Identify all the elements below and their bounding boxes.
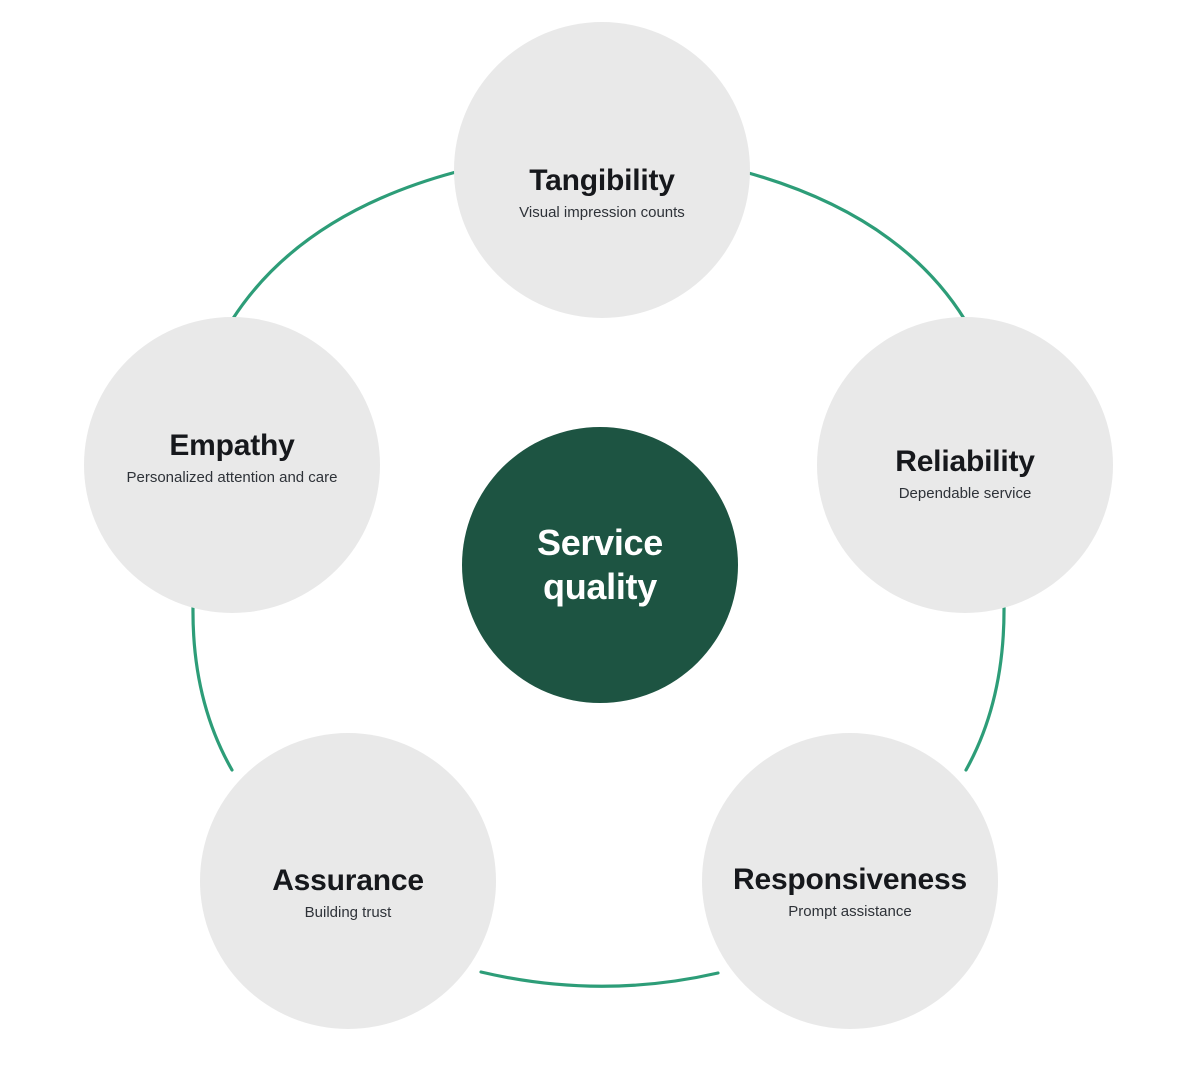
center-node-label: Service quality: [537, 521, 663, 609]
node-responsiveness[interactable]: Responsiveness Prompt assistance: [702, 733, 998, 1029]
connector-arc-reliability-responsiveness: [964, 603, 1006, 772]
node-assurance[interactable]: Assurance Building trust: [200, 733, 496, 1029]
node-reliability-title: Reliability: [895, 445, 1035, 478]
node-reliability[interactable]: Reliability Dependable service: [817, 317, 1113, 613]
node-responsiveness-subtitle: Prompt assistance: [788, 902, 912, 920]
node-tangibility[interactable]: Tangibility Visual impression counts: [454, 22, 750, 318]
node-empathy[interactable]: Empathy Personalized attention and care: [84, 317, 380, 613]
center-node-service-quality[interactable]: Service quality: [462, 427, 738, 703]
connector-arc-empathy-tangibility: [230, 170, 458, 322]
node-empathy-title: Empathy: [169, 429, 295, 462]
node-empathy-subtitle: Personalized attention and care: [126, 468, 338, 486]
center-node-label-line2: quality: [543, 566, 657, 607]
node-reliability-text: Reliability Dependable service: [817, 445, 1113, 504]
node-reliability-subtitle: Dependable service: [898, 484, 1032, 502]
node-assurance-title: Assurance: [272, 864, 424, 897]
node-tangibility-text: Tangibility Visual impression counts: [454, 164, 750, 223]
center-node-label-line1: Service: [536, 522, 663, 564]
node-tangibility-subtitle: Visual impression counts: [519, 203, 685, 221]
node-assurance-text: Assurance Building trust: [200, 864, 496, 923]
node-assurance-subtitle: Building trust: [304, 903, 392, 921]
node-responsiveness-title: Responsiveness: [733, 863, 967, 896]
node-tangibility-title: Tangibility: [529, 164, 675, 197]
connector-arc-assurance-empathy: [191, 605, 234, 772]
node-responsiveness-text: Responsiveness Prompt assistance: [702, 863, 998, 922]
node-empathy-text: Empathy Personalized attention and care: [84, 429, 380, 488]
connector-arc-responsiveness-assurance: [479, 970, 720, 988]
connector-arc-tangibility-reliability: [743, 170, 967, 322]
